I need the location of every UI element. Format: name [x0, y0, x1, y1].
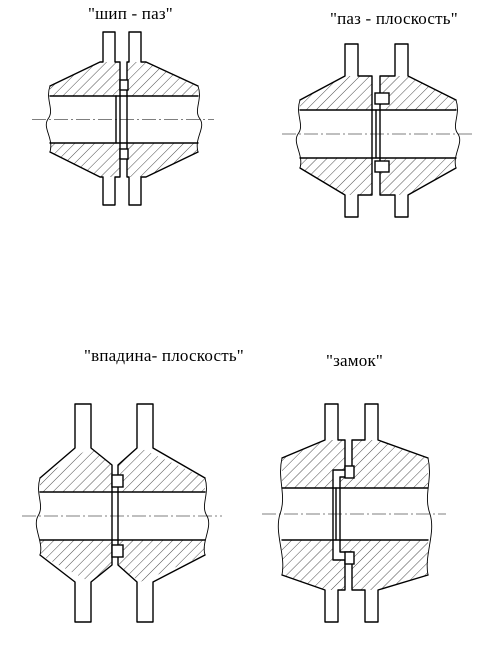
- flange-joint-groove-flat: [282, 43, 474, 218]
- caption-lock: "замок": [326, 351, 384, 370]
- caption-groove-flat: "паз - плоскость": [330, 9, 458, 28]
- caption-recess-flat: "впадина- плоскость": [84, 346, 244, 365]
- flange-joint-lock: [262, 403, 446, 623]
- caption-tongue-groove: "шип - паз": [88, 4, 173, 23]
- flange-joint-recess-flat: [22, 403, 222, 623]
- flange-joint-tongue-groove: [32, 31, 214, 206]
